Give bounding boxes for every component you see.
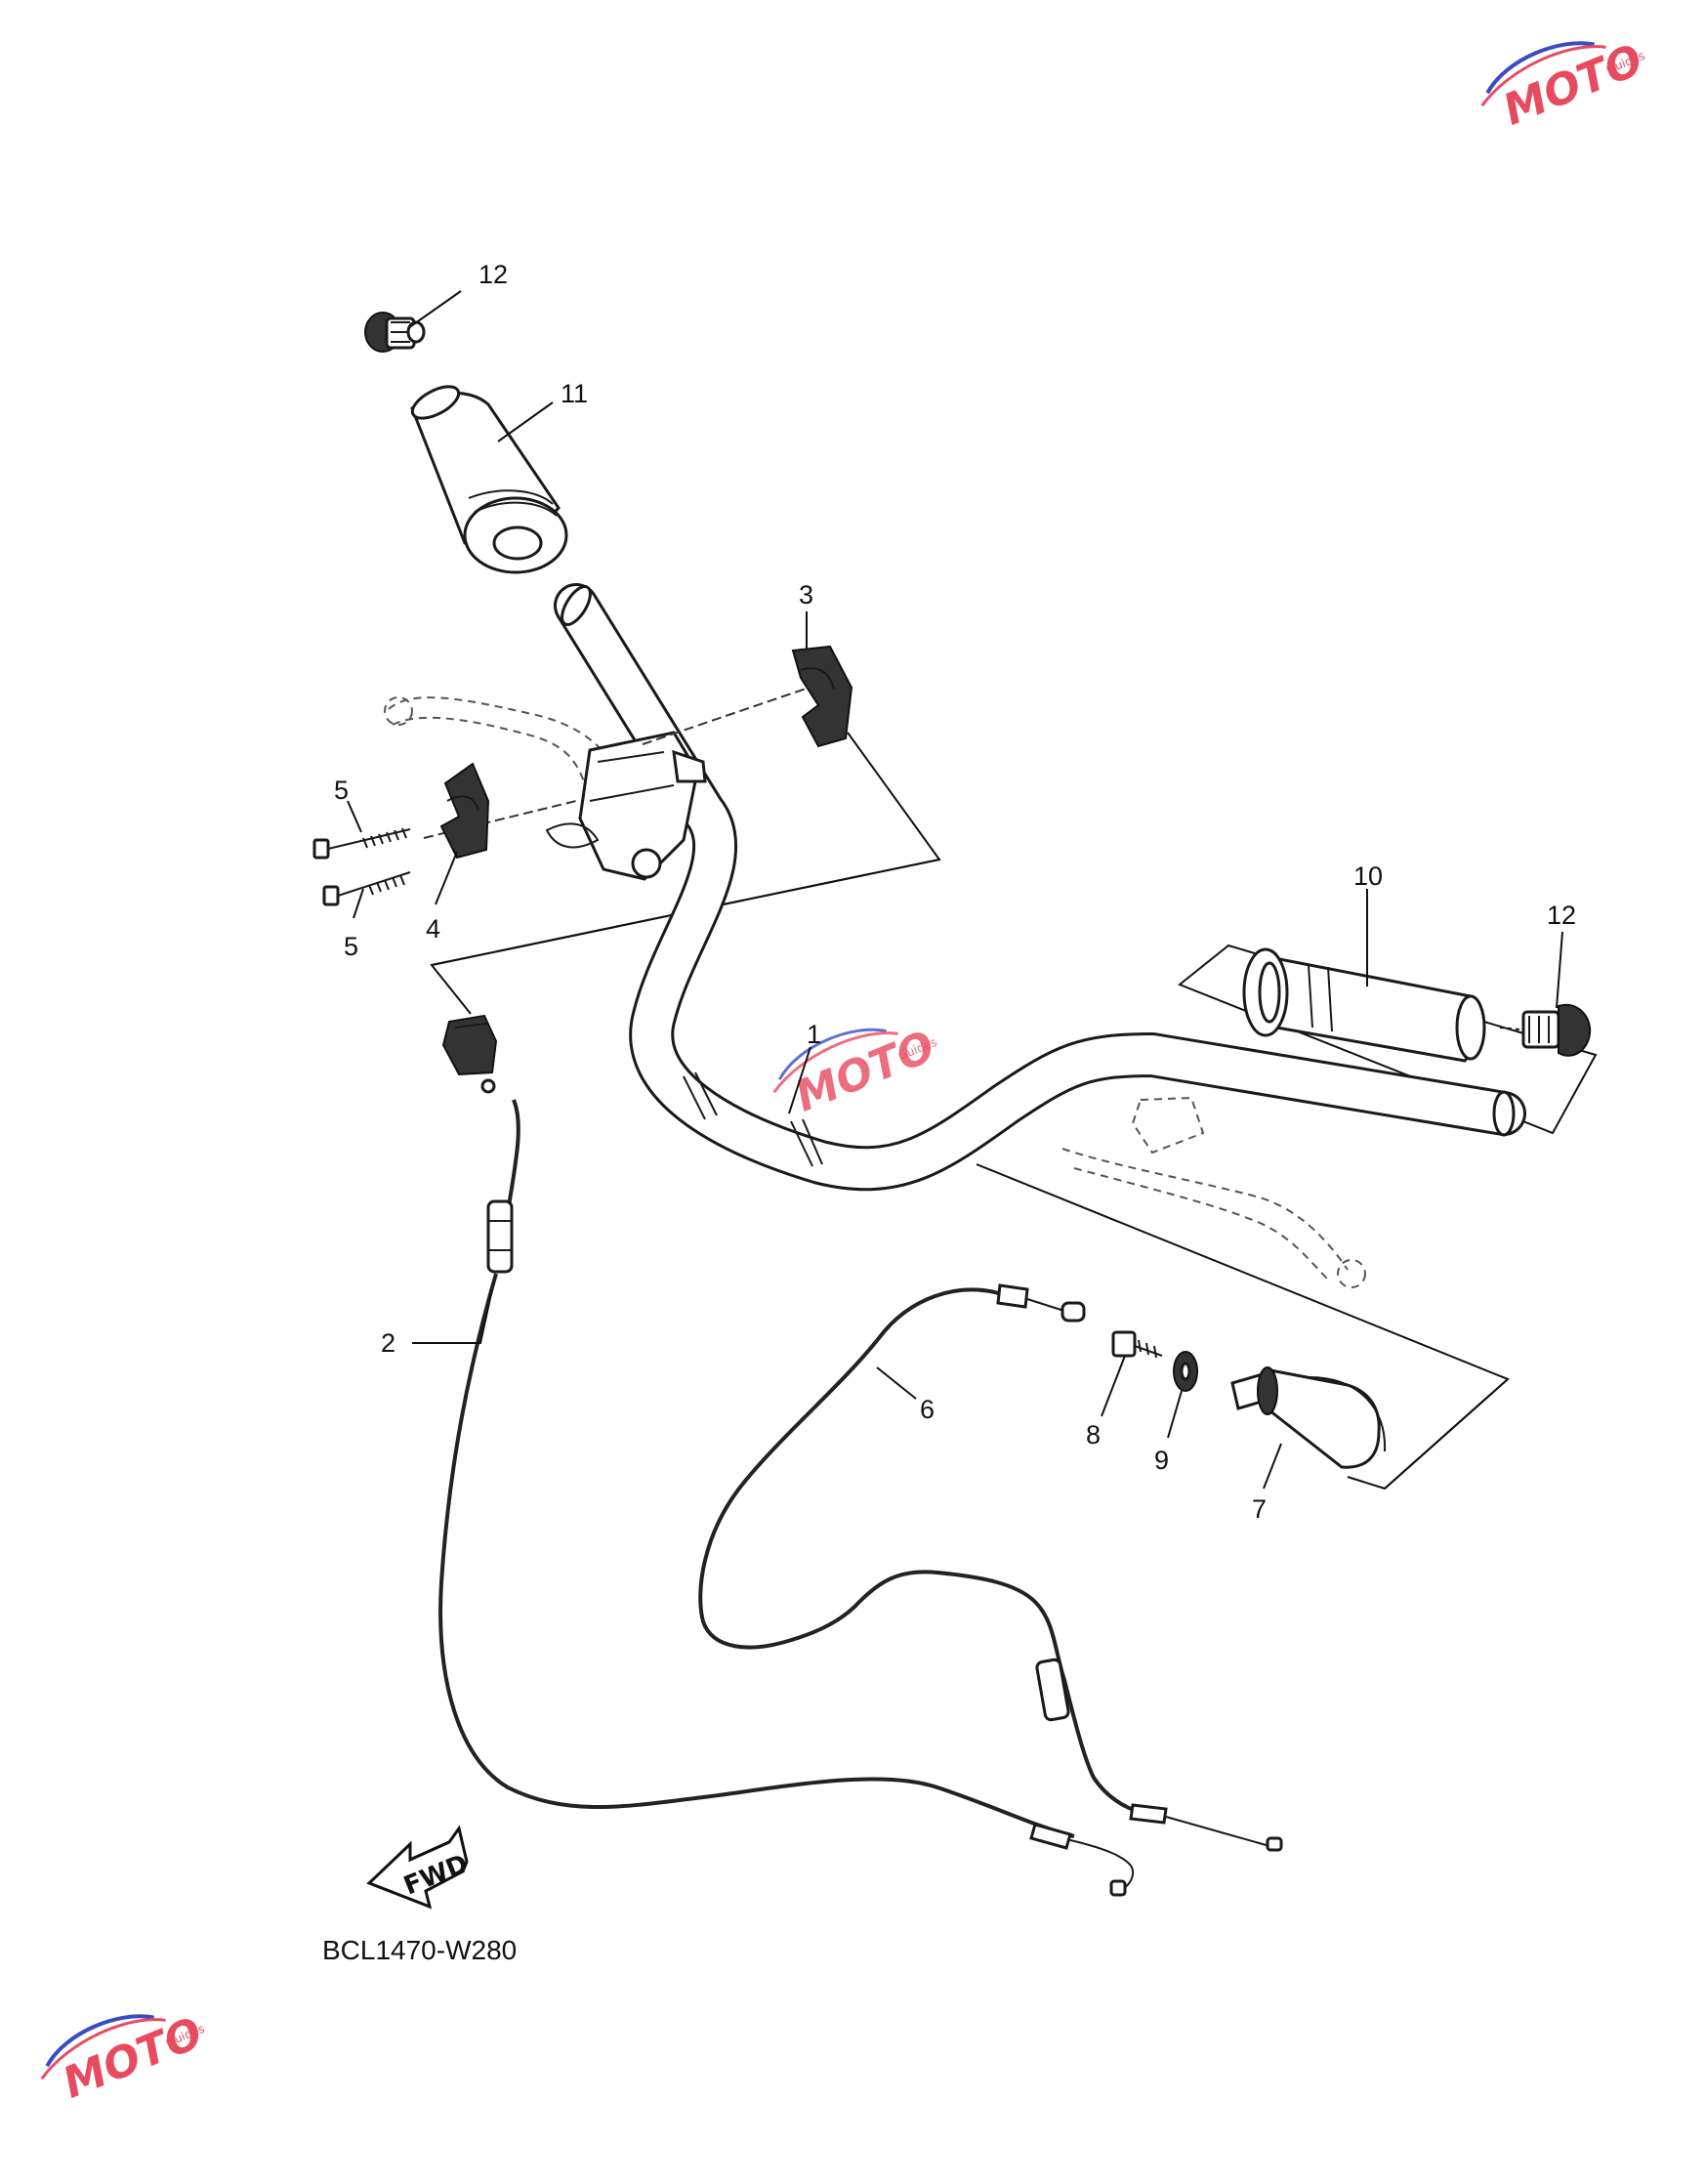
bolt-5b — [322, 871, 411, 906]
callout-7: 7 — [1252, 1494, 1267, 1524]
callout-11: 11 — [561, 379, 588, 408]
clutch-cable — [438, 1014, 1135, 1897]
left-lever-holder — [545, 731, 707, 881]
bar-end-weight-top — [364, 312, 426, 353]
callout-5-upper: 5 — [334, 776, 349, 805]
callout-9: 9 — [1154, 1446, 1169, 1475]
washer-part-9 — [1173, 1351, 1198, 1392]
watermark-top-right: MOTO Guides — [1480, 35, 1649, 136]
right-lever-ghost — [1061, 1096, 1366, 1288]
callout-10: 10 — [1353, 861, 1383, 891]
left-grip — [410, 385, 568, 574]
callout-12-top: 12 — [478, 260, 508, 289]
left-lever-ghost — [384, 696, 614, 782]
alignment-line-4 — [423, 800, 577, 839]
callout-8: 8 — [1086, 1420, 1101, 1449]
alignment-line-3 — [642, 683, 821, 745]
clamp-part-4 — [439, 762, 490, 860]
diagram-code: BCL1470-W280 — [322, 1935, 517, 1965]
adjuster-part-8 — [1060, 1301, 1163, 1359]
callout-4: 4 — [426, 914, 440, 944]
bar-end-weight-right — [1499, 1003, 1592, 1057]
callout-6: 6 — [920, 1395, 935, 1424]
callout-2: 2 — [381, 1328, 395, 1358]
callout-labels: 12 11 3 5 5 4 1 10 12 2 6 8 9 7 — [334, 260, 1576, 1524]
leader-lines — [347, 290, 1563, 1490]
clamp-part-3 — [791, 645, 853, 748]
fwd-arrow-icon: FWD — [366, 1825, 473, 1910]
throttle-grip-part-7 — [1230, 1366, 1387, 1469]
callout-3: 3 — [799, 580, 813, 609]
callout-1: 1 — [807, 1020, 821, 1049]
callout-5-lower: 5 — [344, 932, 358, 961]
callout-12-right: 12 — [1547, 901, 1576, 930]
watermark-bottom-left: MOTO Guides — [40, 2008, 209, 2109]
right-grip — [1242, 947, 1486, 1063]
bolt-5a — [312, 827, 411, 860]
handlebar — [554, 583, 1526, 1192]
handlebar-knurl — [683, 1071, 823, 1167]
